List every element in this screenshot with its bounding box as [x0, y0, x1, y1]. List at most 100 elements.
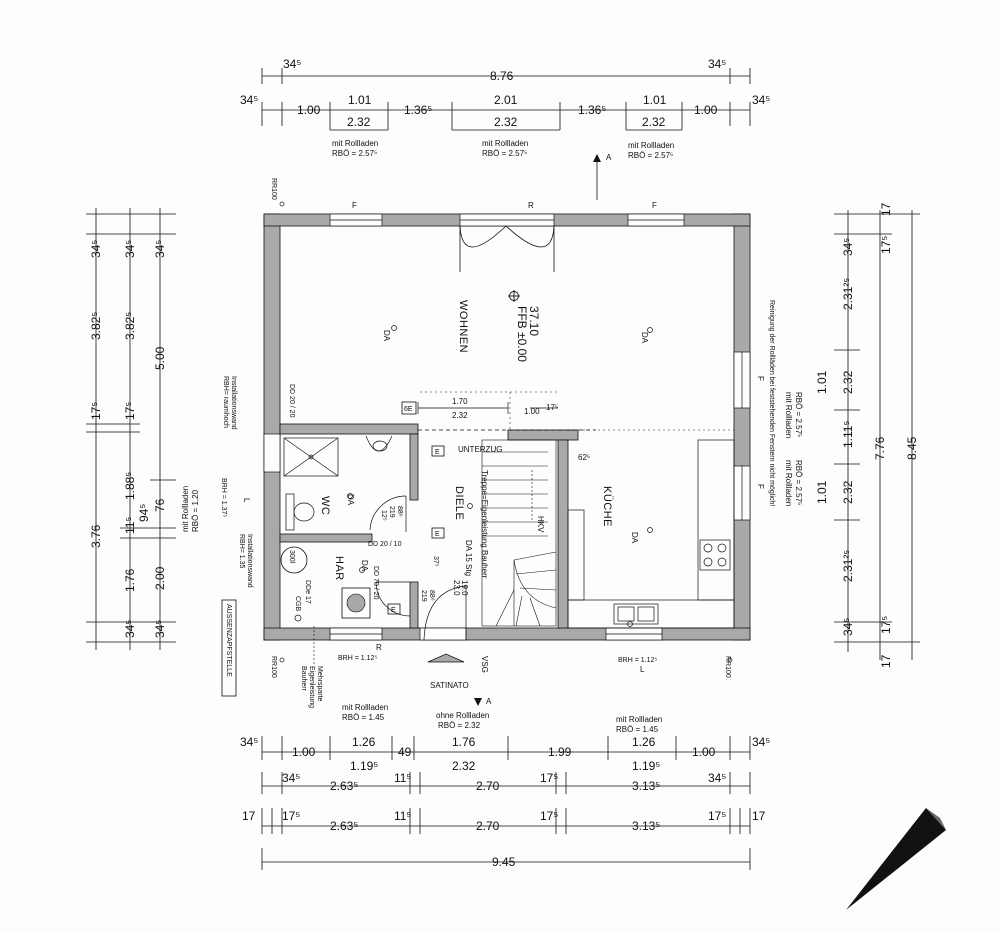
dd-2010: DD 20 / 10 [368, 541, 402, 548]
left-c1-1: 3.82⁵ [89, 312, 103, 340]
door1-t: 12⁵ [380, 510, 387, 521]
left-note-1: mit Rollladen [181, 486, 190, 532]
level-marker: 37.10 FFB ±0.00 [508, 290, 541, 362]
left-c3-2: 76 [153, 498, 167, 512]
right-c2-5: 1.01 [815, 480, 829, 504]
bottom-r3-2: 2.63⁵ [330, 819, 358, 833]
bottom-note-center-1: ohne Rollladen [436, 711, 489, 720]
top-row-b3: 1.01 [643, 93, 667, 107]
top-dimension-chain [261, 68, 751, 131]
left-c1-0: 34⁵ [89, 240, 103, 258]
svg-text:DA: DA [382, 330, 391, 342]
left-c1-3: 3.76 [89, 524, 103, 548]
bottom-r1-1: 1.00 [292, 745, 316, 759]
rr100-br: RR100 [724, 656, 731, 678]
cgb-unit: CGB [294, 596, 302, 622]
right-note2-2: RBÖ = 2.57⁵ [794, 460, 803, 505]
right-c2-2: 1.01 [815, 370, 829, 394]
front-door[interactable] [423, 585, 467, 641]
da-marker: DA [346, 493, 355, 506]
svg-text:CGB: CGB [294, 596, 301, 612]
brh-137: BRH = 1.37⁵ [220, 478, 227, 517]
da-marker: DA [640, 327, 653, 344]
inst2-a: Installationswand [246, 534, 253, 588]
electrical-box-6e: 6E [401, 401, 417, 415]
left-c3-3: 94⁵ [137, 504, 151, 522]
left-c2-3: 1.88⁵ [123, 472, 137, 500]
svg-text:DA: DA [346, 494, 355, 506]
vsg-label: VSG [480, 656, 489, 673]
svg-text:A: A [606, 153, 612, 162]
dim-37: 37⁵ [432, 556, 439, 567]
right-note1-1: mit Rollladen [784, 392, 793, 438]
bottom-r2-4: 17⁵ [540, 771, 558, 785]
left-c3-5: 34⁵ [153, 620, 167, 638]
dde-label: DDe 17 [304, 580, 311, 604]
top-outer-left: 34⁵ [283, 57, 301, 71]
cooktop [699, 539, 731, 571]
top-row-p2: 1.36⁵ [578, 103, 606, 117]
window-type-f: F [756, 376, 765, 381]
top-note-center-1: mit Rollladen [482, 139, 528, 148]
right-note2-1: mit Rollladen [784, 460, 793, 506]
left-c2-5: 1.76 [123, 568, 137, 592]
right-dimension-chains [834, 210, 920, 660]
bottom-r1-6: 1.26 [632, 735, 656, 749]
bottom-r1b-0: 1.19⁵ [350, 759, 378, 773]
right-c3-1: 8.45 [905, 436, 919, 460]
top-row-l: 34⁵ [240, 93, 258, 107]
top-outer-right: 34⁵ [708, 57, 726, 71]
door-swing[interactable] [369, 495, 407, 532]
right-c3-0: 7.76 [873, 436, 887, 460]
top-row-b1: 1.01 [348, 93, 372, 107]
inner-dim-62: 62⁵ [578, 453, 590, 462]
room-kueche: KÜCHE [601, 486, 613, 527]
left-dimension-chains [86, 208, 176, 650]
window-type-r: R [528, 201, 534, 210]
top-row-h2: 2.32 [494, 115, 518, 129]
bottom-r1-3: 49 [398, 745, 412, 759]
right-c2-7: 2.31²⁵ [841, 550, 855, 582]
stair-rise: 19.0 [460, 580, 469, 596]
bottom-r2-0: 34⁵ [282, 771, 300, 785]
bottom-r3-4: 2.70 [476, 819, 500, 833]
bottom-r1b-2: 1.19⁵ [632, 759, 660, 773]
electrical-box-e: E [387, 603, 401, 615]
bottom-r3-7: 17⁵ [708, 809, 726, 823]
right-c2-1: 2.31²⁵ [841, 278, 855, 310]
dd-70: DD 70 / 20 [372, 566, 379, 600]
svg-text:E: E [391, 607, 396, 614]
window-type-r: R [376, 643, 382, 652]
bottom-r3-5: 17⁵ [540, 809, 558, 823]
window-type-f: F [352, 201, 357, 210]
rr100-marker [279, 201, 285, 207]
top-row-h1: 2.32 [347, 115, 371, 129]
svg-text:DA: DA [640, 332, 649, 344]
door-swing[interactable] [375, 581, 411, 617]
level-ffb: FFB ±0.00 [515, 306, 529, 362]
window-type-f: F [756, 484, 765, 489]
bottom-r2-6: 34⁵ [708, 771, 726, 785]
left-note-2: RBÖ = 1.20 [191, 489, 200, 532]
outdoor-tap-label: AUSSENZAPFSTELLE [221, 599, 237, 697]
bottom-r1-5: 1.99 [548, 745, 572, 759]
bottom-r1-4: 1.76 [452, 735, 476, 749]
kitchen-sink [613, 603, 659, 627]
room-wc: WC [319, 496, 331, 515]
svg-text:E: E [435, 531, 440, 538]
top-row-b2: 2.01 [494, 93, 518, 107]
staircase[interactable] [481, 439, 557, 627]
bottom-r2-5: 3.13⁵ [632, 779, 660, 793]
bottom-r3-3: 11⁵ [394, 809, 411, 823]
bottom-r3-6: 3.13⁵ [632, 819, 660, 833]
bottom-r3-8: 17 [752, 809, 766, 823]
window-type-l: L [640, 665, 645, 674]
room-har: HAR [333, 556, 345, 581]
inner-dim-175: 17⁵ [546, 403, 558, 412]
terrace-door[interactable] [459, 225, 555, 272]
bottom-r2-3: 2.70 [476, 779, 500, 793]
svg-text:E: E [435, 449, 440, 456]
right-c2-3: 2.32 [841, 370, 855, 394]
top-row-w1: 1.00 [297, 103, 321, 117]
brh-112-left: BRH = 1.12⁵ [338, 655, 377, 662]
